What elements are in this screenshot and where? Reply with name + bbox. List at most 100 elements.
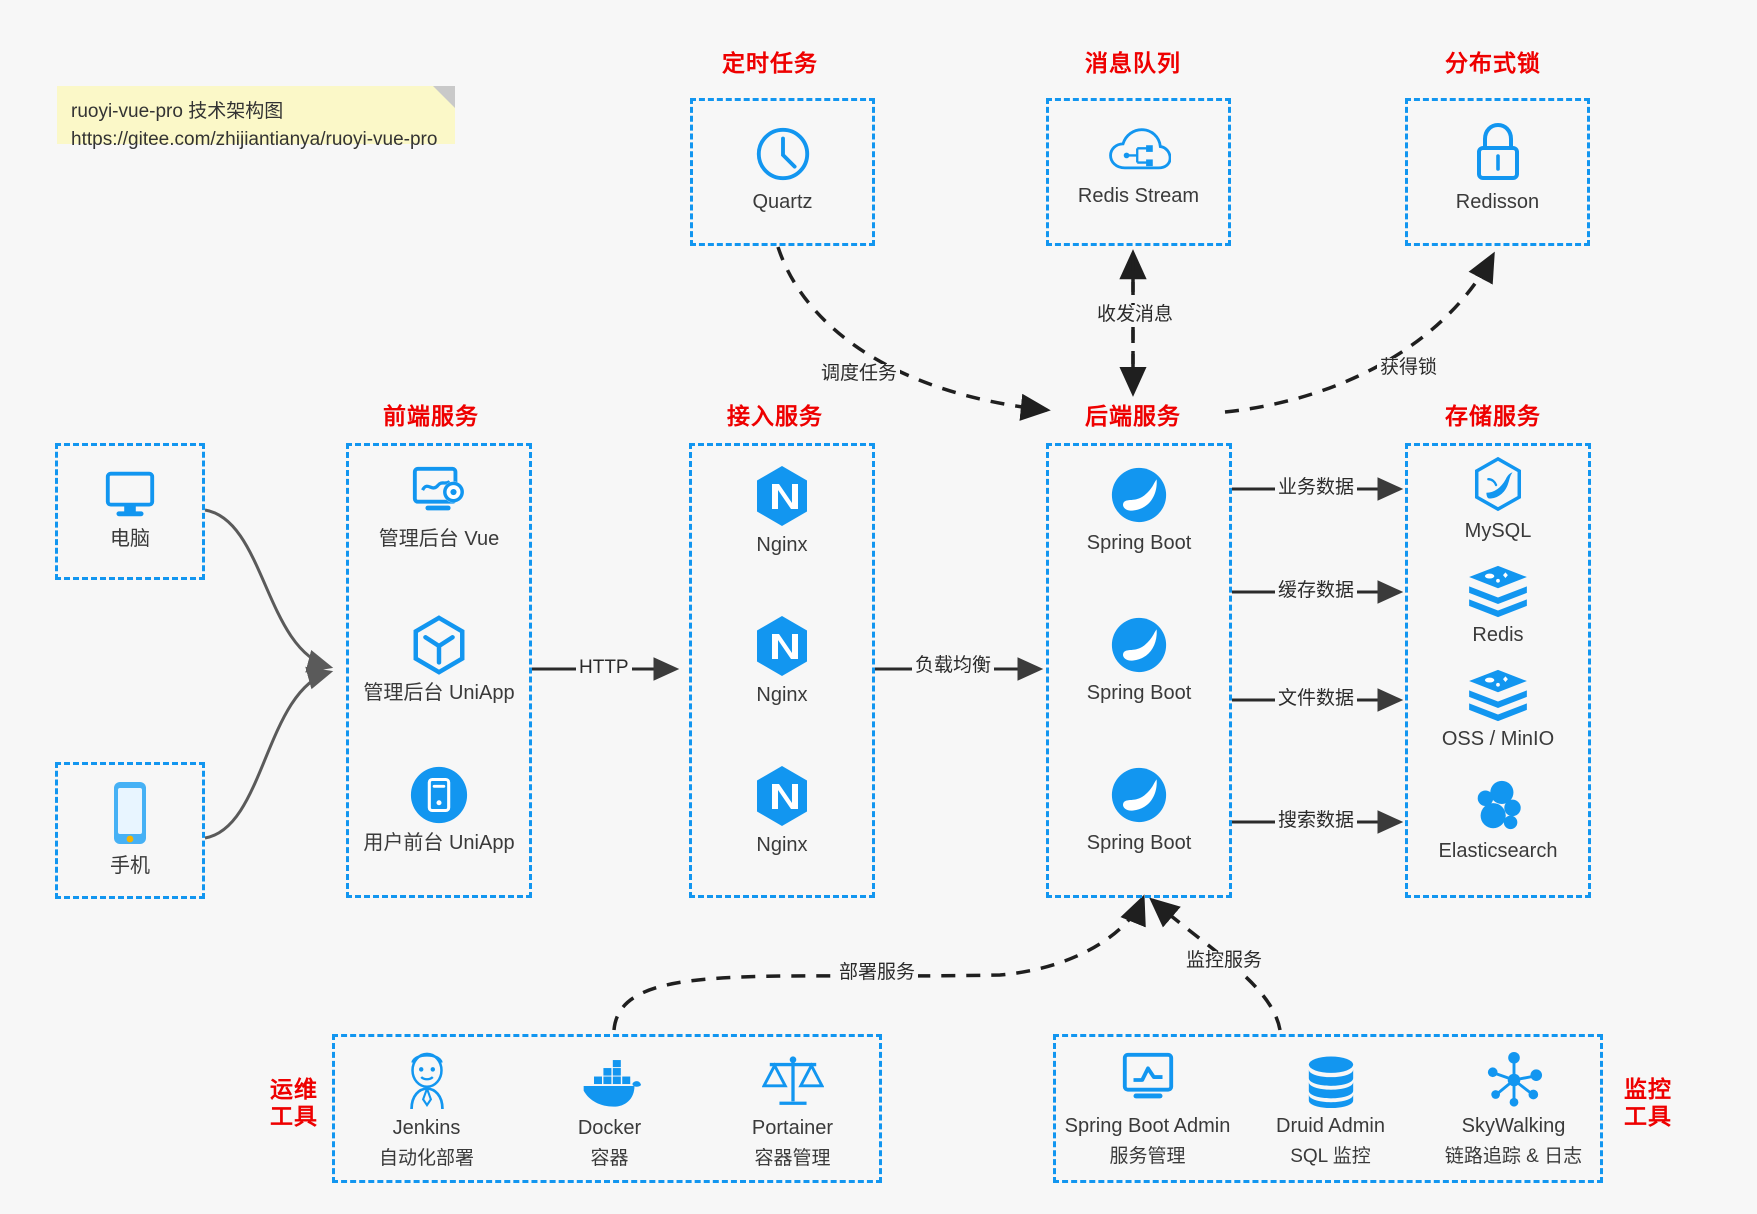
spring-leaf-icon bbox=[1111, 767, 1167, 823]
hexagon-cube-icon bbox=[413, 615, 465, 675]
node-label: Docker bbox=[577, 1117, 642, 1139]
monitor-chart-icon bbox=[1122, 1052, 1173, 1099]
nginx-icon bbox=[757, 766, 807, 826]
node-label: 管理后台 Vue bbox=[378, 528, 500, 550]
edge-label-acquire-lock: 获得锁 bbox=[1377, 357, 1441, 379]
edge-label-send-receive-message: 收发消息 bbox=[1094, 304, 1177, 326]
node-portainer[interactable]: Portainer 容器管理 bbox=[701, 1051, 884, 1171]
node-label: MySQL bbox=[1464, 520, 1532, 542]
spring-leaf-icon bbox=[1111, 467, 1167, 523]
group-box-devops[interactable]: Jenkins 自动化部署 Docker 容器 bbox=[332, 1034, 882, 1183]
group-label-devops: 运维 工具 bbox=[258, 1076, 330, 1130]
node-sublabel: 容器管理 bbox=[754, 1147, 831, 1169]
node-label: Spring Boot bbox=[1086, 532, 1192, 554]
group-label-monitor: 监控 工具 bbox=[1612, 1076, 1684, 1130]
node-skywalking[interactable]: SkyWalking 链路追踪 & 日志 bbox=[1422, 1051, 1605, 1169]
group-box-client-desktop[interactable]: 电脑 bbox=[55, 443, 205, 580]
node-label: 用户前台 UniApp bbox=[363, 832, 515, 854]
group-label-frontend: 前端服务 bbox=[383, 403, 479, 429]
skywalking-node-icon bbox=[1487, 1051, 1542, 1107]
elasticsearch-icon bbox=[1477, 780, 1521, 830]
group-label-devops-line1: 运维 bbox=[270, 1076, 318, 1102]
clock-icon bbox=[756, 127, 809, 181]
node-phone[interactable]: 手机 bbox=[58, 779, 202, 880]
node-druid-admin[interactable]: Druid Admin SQL 监控 bbox=[1239, 1055, 1422, 1169]
node-sublabel: 容器 bbox=[590, 1147, 629, 1169]
node-label: Jenkins bbox=[392, 1117, 461, 1139]
node-docker[interactable]: Docker 容器 bbox=[518, 1059, 701, 1171]
node-label: Redis Stream bbox=[1077, 185, 1200, 207]
dashboard-gear-icon bbox=[412, 466, 465, 511]
group-label-lock: 分布式锁 bbox=[1445, 50, 1541, 76]
group-box-storage[interactable]: MySQL Redis OSS / MinIO bbox=[1405, 443, 1591, 898]
node-spring-boot-admin[interactable]: Spring Boot Admin 服务管理 bbox=[1056, 1051, 1239, 1169]
group-box-mq[interactable]: Redis Stream bbox=[1046, 98, 1231, 246]
redis-stack-icon bbox=[1469, 565, 1527, 618]
node-elasticsearch[interactable]: Elasticsearch bbox=[1408, 776, 1588, 865]
group-label-gateway: 接入服务 bbox=[727, 403, 823, 429]
mobile-circle-icon bbox=[410, 766, 468, 824]
edge-label-business-data: 业务数据 bbox=[1275, 477, 1358, 499]
node-redisson[interactable]: Redisson bbox=[1408, 121, 1587, 216]
node-quartz[interactable]: Quartz bbox=[693, 123, 872, 216]
node-label: Nginx bbox=[756, 534, 808, 556]
node-label: Spring Boot bbox=[1086, 832, 1192, 854]
node-admin-uniapp[interactable]: 管理后台 UniApp bbox=[349, 614, 529, 707]
node-jenkins[interactable]: Jenkins 自动化部署 bbox=[335, 1049, 518, 1171]
edge-label-file-data: 文件数据 bbox=[1275, 688, 1358, 710]
group-box-monitor[interactable]: Spring Boot Admin 服务管理 Druid Admin SQL 监… bbox=[1053, 1034, 1603, 1183]
node-sublabel: 服务管理 bbox=[1109, 1145, 1186, 1167]
group-box-backend[interactable]: Spring Boot Spring Boot Spring Boot bbox=[1046, 443, 1232, 898]
node-nginx-2[interactable]: Nginx bbox=[692, 614, 872, 709]
edge-label-deploy-service: 部署服务 bbox=[836, 962, 919, 984]
docker-whale-icon bbox=[583, 1060, 641, 1107]
node-label: Portainer bbox=[751, 1117, 834, 1139]
note-fold-corner bbox=[433, 86, 455, 108]
group-label-monitor-line1: 监控 bbox=[1624, 1076, 1672, 1102]
node-label: Redisson bbox=[1455, 191, 1540, 213]
node-label: Elasticsearch bbox=[1438, 840, 1558, 862]
edge-label-search-data: 搜索数据 bbox=[1275, 810, 1358, 832]
node-label: Nginx bbox=[756, 834, 808, 856]
group-box-lock[interactable]: Redisson bbox=[1405, 98, 1590, 246]
node-label: Spring Boot bbox=[1086, 682, 1192, 704]
spring-leaf-icon bbox=[1111, 617, 1167, 673]
node-label: Spring Boot Admin bbox=[1064, 1115, 1231, 1137]
node-nginx-1[interactable]: Nginx bbox=[692, 464, 872, 559]
node-label: Nginx bbox=[756, 684, 808, 706]
node-redis[interactable]: Redis bbox=[1408, 564, 1588, 649]
cloud-network-icon bbox=[1108, 128, 1171, 170]
node-label: Quartz bbox=[752, 191, 813, 213]
node-label: SkyWalking bbox=[1461, 1115, 1566, 1137]
node-label: OSS / MinIO bbox=[1441, 728, 1555, 750]
node-desktop[interactable]: 电脑 bbox=[58, 466, 202, 553]
node-sublabel: SQL 监控 bbox=[1290, 1145, 1371, 1167]
node-user-uniapp[interactable]: 用户前台 UniApp bbox=[349, 764, 529, 857]
node-nginx-3[interactable]: Nginx bbox=[692, 764, 872, 859]
edge-label-cache-data: 缓存数据 bbox=[1275, 580, 1358, 602]
nginx-icon bbox=[757, 466, 807, 526]
node-spring-boot-3[interactable]: Spring Boot bbox=[1049, 764, 1229, 857]
group-label-scheduler: 定时任务 bbox=[722, 50, 818, 76]
mysql-dolphin-icon bbox=[1474, 456, 1522, 512]
database-icon bbox=[1308, 1056, 1353, 1109]
group-label-monitor-line2: 工具 bbox=[1624, 1103, 1672, 1130]
node-redis-stream[interactable]: Redis Stream bbox=[1049, 123, 1228, 210]
group-box-scheduler[interactable]: Quartz bbox=[690, 98, 875, 246]
nginx-icon bbox=[757, 616, 807, 676]
node-oss-minio[interactable]: OSS / MinIO bbox=[1408, 668, 1588, 753]
node-label: 手机 bbox=[110, 855, 150, 877]
group-box-gateway[interactable]: Nginx Nginx Nginx bbox=[689, 443, 875, 898]
node-spring-boot-1[interactable]: Spring Boot bbox=[1049, 464, 1229, 557]
node-admin-vue[interactable]: 管理后台 Vue bbox=[349, 464, 529, 553]
padlock-icon bbox=[1476, 122, 1519, 180]
sticky-note: ruoyi-vue-pro 技术架构图 https://gitee.com/zh… bbox=[57, 86, 455, 150]
node-spring-boot-2[interactable]: Spring Boot bbox=[1049, 614, 1229, 707]
note-line-title: ruoyi-vue-pro 技术架构图 bbox=[71, 101, 284, 122]
group-box-frontend[interactable]: 管理后台 Vue 管理后台 UniApp 用户前台 UniApp bbox=[346, 443, 532, 898]
group-box-client-phone[interactable]: 手机 bbox=[55, 762, 205, 899]
group-label-storage: 存储服务 bbox=[1445, 403, 1541, 429]
edge-label-monitor-service: 监控服务 bbox=[1183, 950, 1266, 972]
node-mysql[interactable]: MySQL bbox=[1408, 456, 1588, 545]
